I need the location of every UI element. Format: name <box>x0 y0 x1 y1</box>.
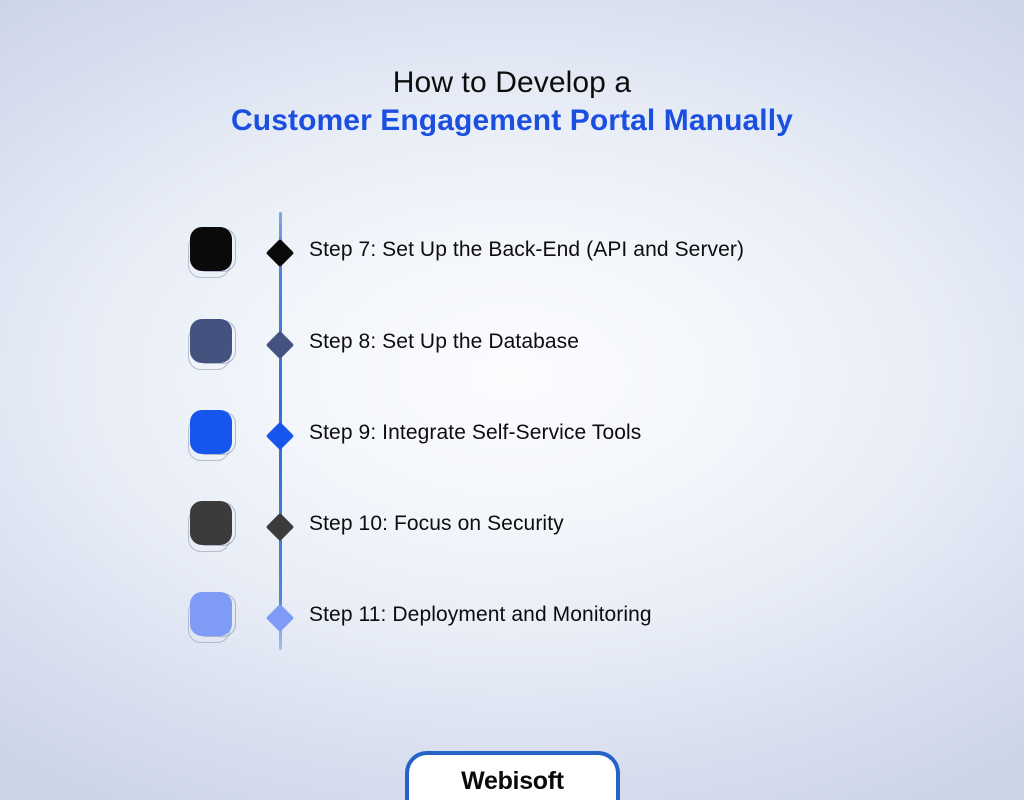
rounded-square-icon-step-7 <box>188 225 236 278</box>
timeline-diamond-marker <box>265 603 295 633</box>
rounded-square-icon-step-11 <box>188 590 236 643</box>
timeline-step-item[interactable]: Step 9: Integrate Self-Service Tools <box>0 395 1024 487</box>
timeline-step-item[interactable]: Step 7: Set Up the Back-End (API and Ser… <box>0 212 1024 304</box>
timeline-diamond-marker <box>265 238 295 268</box>
rounded-square-icon-step-9 <box>188 408 236 461</box>
timeline-step-label: Step 8: Set Up the Database <box>309 330 580 353</box>
icon-fill-tile <box>190 227 232 271</box>
timeline-step-item[interactable]: Step 11: Deployment and Monitoring <box>0 577 1024 669</box>
timeline-diamond-marker <box>265 330 295 360</box>
timeline-step-label: Step 10: Focus on Security <box>309 512 564 535</box>
steps-timeline: Step 7: Set Up the Back-End (API and Ser… <box>0 212 1024 652</box>
icon-fill-tile <box>190 410 232 454</box>
page-title: How to Develop a Customer Engagement Por… <box>0 64 1024 141</box>
page-title-line-1: How to Develop a <box>392 66 632 99</box>
page-title-line-2: Customer Engagement Portal Manually <box>231 104 793 138</box>
timeline-step-item[interactable]: Step 10: Focus on Security <box>0 486 1024 578</box>
icon-fill-tile <box>190 501 232 545</box>
rounded-square-icon-step-8 <box>188 317 236 370</box>
timeline-step-label: Step 7: Set Up the Back-End (API and Ser… <box>309 238 745 261</box>
timeline-step-label: Step 11: Deployment and Monitoring <box>309 603 652 626</box>
timeline-diamond-marker <box>265 512 295 542</box>
icon-fill-tile <box>190 592 232 636</box>
rounded-square-icon-step-10 <box>188 499 236 552</box>
timeline-diamond-marker <box>265 421 295 451</box>
icon-fill-tile <box>190 319 232 363</box>
webisoft-logo-badge[interactable]: Webisoft <box>405 751 620 800</box>
timeline-step-label: Step 9: Integrate Self-Service Tools <box>309 421 642 444</box>
timeline-step-item[interactable]: Step 8: Set Up the Database <box>0 304 1024 396</box>
webisoft-logo-text: Webisoft <box>461 767 564 795</box>
